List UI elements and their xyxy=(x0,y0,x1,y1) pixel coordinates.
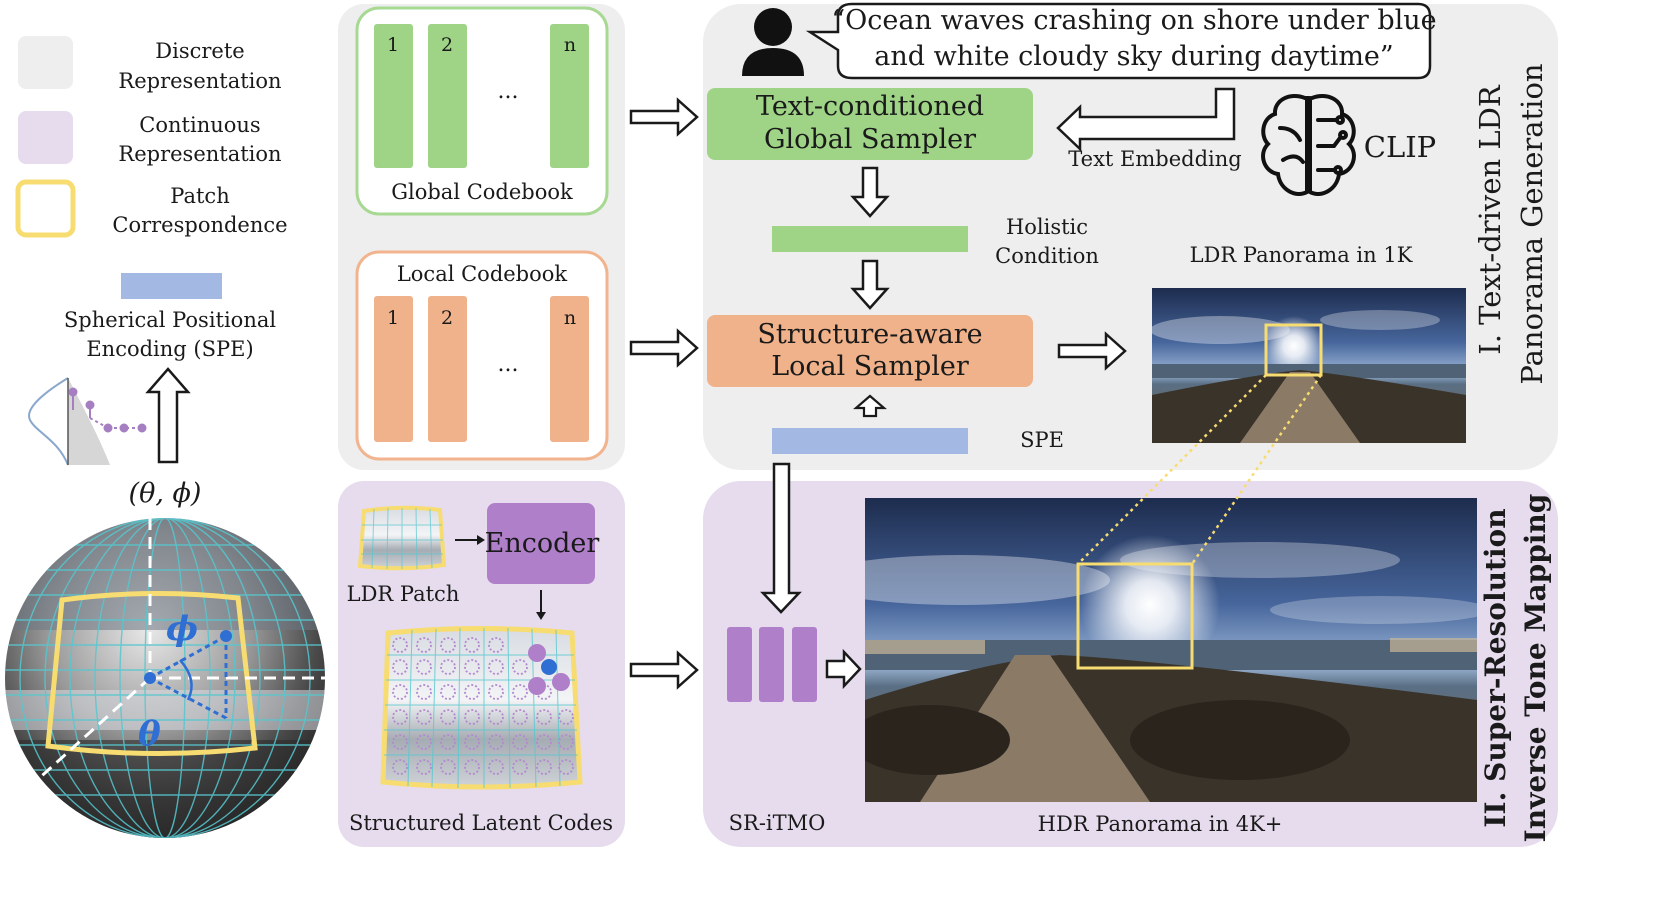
legend-discrete-line2: Representation xyxy=(118,69,281,93)
local-code-2 xyxy=(428,296,467,442)
arrow-local-to-ldr xyxy=(1057,331,1127,371)
global-codebook-title: Global Codebook xyxy=(391,180,573,204)
prompt-bubble xyxy=(805,2,1432,80)
brain-icon xyxy=(1261,94,1356,196)
global-codebook: 1 2 n ... Global Codebook xyxy=(355,6,609,216)
text-embedding-label: Text Embedding xyxy=(1068,147,1241,171)
latent-codes-label: Structured Latent Codes xyxy=(349,811,613,835)
global-sampler-line2: Global Sampler xyxy=(764,124,976,155)
sritmo-block-2 xyxy=(759,627,784,702)
legend-patch-line2: Correspondence xyxy=(112,213,287,237)
phi-label: ϕ xyxy=(166,609,198,649)
encoder-label: Encoder xyxy=(485,528,600,559)
local-code-n xyxy=(550,296,589,442)
arrow-spe-to-local xyxy=(853,394,887,418)
global-ellipsis: ... xyxy=(498,79,519,104)
up-arrow xyxy=(145,367,191,464)
spe-label: SPE xyxy=(1020,428,1064,452)
coords-label: (θ, ϕ) xyxy=(129,478,202,509)
legend-continuous-line2: Representation xyxy=(118,142,281,166)
stage1-title-line1: I. Text-driven LDR xyxy=(1473,84,1507,355)
text-embedding-arrow xyxy=(1056,87,1236,152)
correspondence-line-right xyxy=(1190,374,1323,565)
local-sampler-line1: Structure-aware xyxy=(757,319,982,350)
arrow-to-sritmo xyxy=(760,462,802,614)
encoder-block xyxy=(487,503,595,584)
structured-latent-codes xyxy=(380,626,583,790)
legend: Discrete Representation Continuous Repre… xyxy=(15,36,288,361)
global-code-n xyxy=(550,24,589,168)
stage2-title-line1: II. Super-Resolution xyxy=(1479,508,1512,827)
arrow-sritmo-to-hdr xyxy=(825,648,862,690)
global-code-n-label: n xyxy=(564,34,576,56)
globe-patch xyxy=(45,590,258,757)
legend-discrete-line1: Discrete xyxy=(155,39,244,63)
local-sampler-block xyxy=(707,315,1033,387)
hdr-panorama-image xyxy=(865,498,1477,802)
legend-spe-line1: Spherical Positional xyxy=(64,308,276,332)
user-icon xyxy=(742,8,804,76)
ldr-panorama-image xyxy=(1152,288,1466,443)
arrow-local-to-sampler xyxy=(629,328,699,368)
local-code-1-label: 1 xyxy=(387,307,399,329)
discrete-swatch xyxy=(18,36,73,89)
arrow-latent-to-sritmo xyxy=(629,650,699,690)
patch-swatch xyxy=(15,179,76,238)
local-ellipsis: ... xyxy=(498,352,519,377)
continuous-swatch xyxy=(18,111,73,164)
arrow-global-to-sampler xyxy=(629,97,699,137)
arrow-global-to-holistic xyxy=(850,166,890,218)
global-code-1 xyxy=(374,24,413,168)
legend-patch-line1: Patch xyxy=(170,184,229,208)
gaussian-encoding-icon xyxy=(28,377,147,466)
prompt-line1: “Ocean waves crashing on shore under blu… xyxy=(831,5,1436,36)
holistic-condition-bar xyxy=(772,226,968,252)
sritmo-block-3 xyxy=(792,627,817,702)
local-codebook: Local Codebook 1 2 n ... xyxy=(355,250,609,461)
correspondence-line-left xyxy=(1077,374,1267,565)
ldr-panorama-label: LDR Panorama in 1K xyxy=(1190,243,1413,267)
prompt-line2: and white cloudy sky during daytime” xyxy=(874,41,1393,72)
global-sampler-block xyxy=(707,88,1033,160)
local-code-1 xyxy=(374,296,413,442)
legend-continuous-line1: Continuous xyxy=(139,113,260,137)
sritmo-label: SR-iTMO xyxy=(729,811,826,835)
clip-label: CLIP xyxy=(1364,130,1436,164)
ldr-patch-label: LDR Patch xyxy=(347,582,460,606)
sritmo-block-1 xyxy=(727,627,752,702)
theta-label: θ xyxy=(138,714,161,754)
legend-spe-line2: Encoding (SPE) xyxy=(86,337,253,361)
sphere-globe: ϕ θ xyxy=(5,518,325,838)
ldr-patch-thumb xyxy=(357,505,447,571)
local-code-2-label: 2 xyxy=(441,307,453,329)
local-sampler-line2: Local Sampler xyxy=(771,351,969,382)
global-code-1-label: 1 xyxy=(387,34,399,56)
arrow-holistic-to-local xyxy=(850,259,890,310)
holistic-line2: Condition xyxy=(995,244,1099,268)
hdr-panorama-label: HDR Panorama in 4K+ xyxy=(1038,812,1283,836)
local-codebook-title: Local Codebook xyxy=(397,262,568,286)
spe-swatch xyxy=(121,273,222,299)
stage1-title-line2: Panorama Generation xyxy=(1515,63,1549,384)
global-sampler-line1: Text-conditioned xyxy=(756,91,984,122)
spe-bar xyxy=(772,428,968,454)
global-code-2 xyxy=(428,24,467,168)
stage2-title-line2: Inverse Tone Mapping xyxy=(1519,494,1552,843)
holistic-line1: Holistic xyxy=(1006,215,1088,239)
global-code-2-label: 2 xyxy=(441,34,453,56)
local-code-n-label: n xyxy=(564,307,576,329)
